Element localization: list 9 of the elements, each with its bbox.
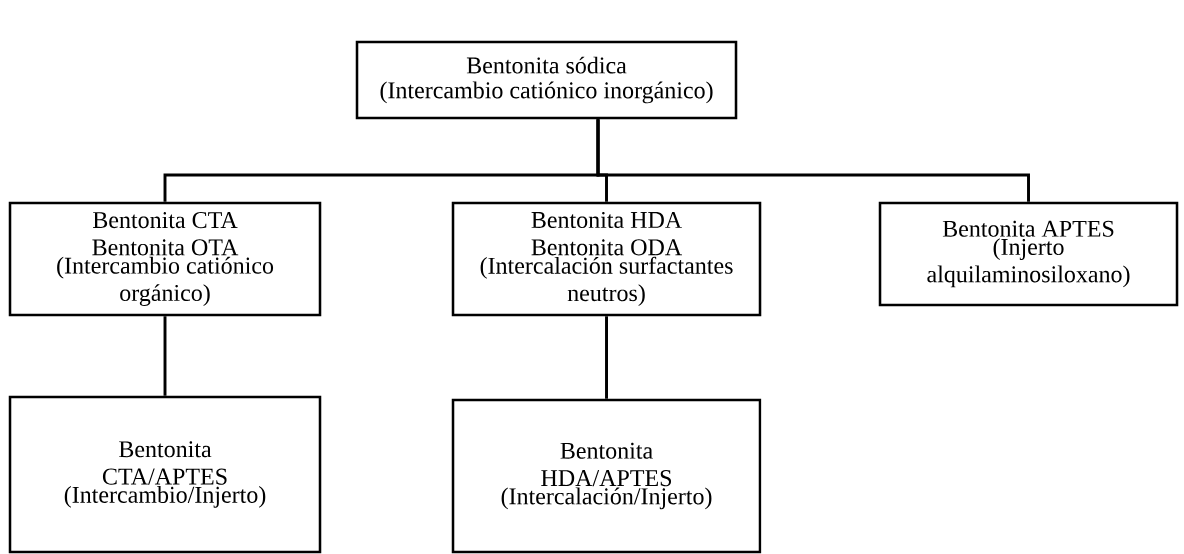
box: Bentonita CTA/APTES (Intercambio/Injerto) xyxy=(8,395,322,554)
connector-line xyxy=(605,316,608,399)
box: Bentonita CTA Bentonita OTA (Intercambio catiónico orgánico) xyxy=(8,201,322,317)
connector-line xyxy=(596,119,1030,202)
box: Bentonita HDA Bentonita ODA (Intercalación surfactantes neutros) xyxy=(451,201,762,317)
box: Bentonita sódica (Intercambio catiónico inorgánico) xyxy=(355,40,738,120)
connector-line xyxy=(163,316,167,396)
box: Bentonita APTES (Injerto alquilaminosiloxano) xyxy=(878,201,1179,307)
box: Bentonita HDA/APTES (Intercalación/Injerto) xyxy=(451,398,762,554)
